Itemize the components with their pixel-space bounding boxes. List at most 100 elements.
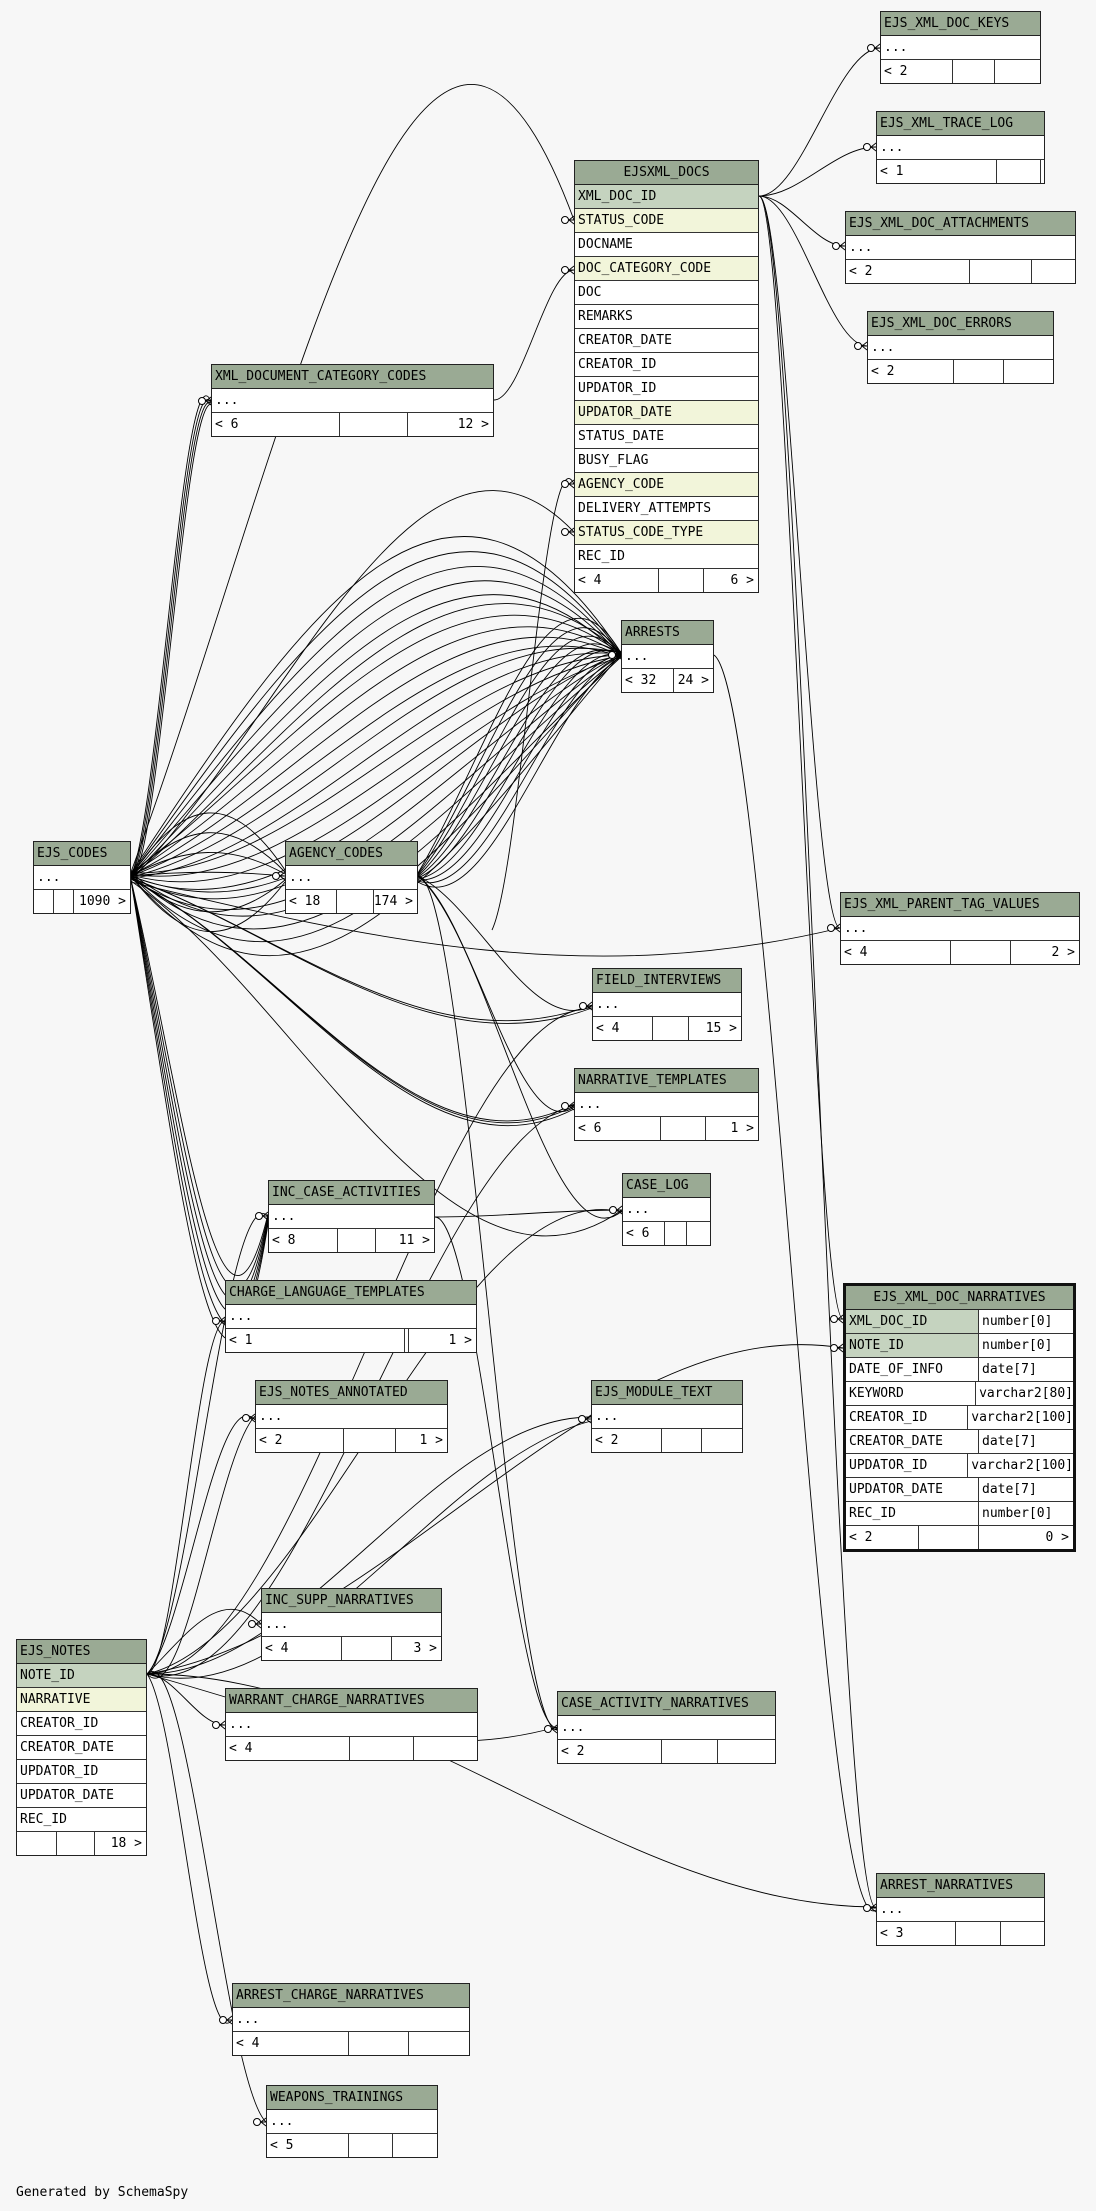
table-ejs-xml-doc-attachments[interactable]: EJS_XML_DOC_ATTACHMENTS...< 2 [845,211,1076,284]
column-row[interactable]: STATUS_CODE [575,209,758,233]
column-row[interactable]: CREATOR_DATE [17,1736,146,1760]
column-row[interactable]: CREATOR_ID [17,1712,146,1736]
column-row[interactable]: UPDATOR_DATE [575,401,758,425]
table-weapons-trainings[interactable]: WEAPONS_TRAININGS...< 5 [266,2085,438,2158]
table-case-log[interactable]: CASE_LOG...< 6 [622,1173,711,1246]
table-header[interactable]: ARRESTS [622,621,713,645]
relationship-line [146,1420,592,1679]
column-row[interactable]: DOC [575,281,758,305]
collapsed-columns: ... [593,993,741,1017]
table-ejs-codes[interactable]: EJS_CODES...1090 > [33,841,131,914]
column-row[interactable]: DOCNAME [575,233,758,257]
crowfoot-marker [242,1413,256,1423]
table-header[interactable]: CASE_LOG [623,1174,710,1198]
table-header[interactable]: INC_CASE_ACTIVITIES [269,1181,434,1205]
table-header[interactable]: WEAPONS_TRAININGS [267,2086,437,2110]
table-arrest-narratives[interactable]: ARREST_NARRATIVES...< 3 [876,1873,1045,1946]
table-ejs-module-text[interactable]: EJS_MODULE_TEXT...< 2 [591,1380,743,1453]
column-row[interactable]: UPDATOR_ID [17,1760,146,1784]
column-row[interactable]: NARRATIVE [17,1688,146,1712]
table-header[interactable]: EJS_CODES [34,842,130,866]
relationship-line [417,617,622,874]
crowfoot-marker [561,1101,575,1111]
column-row[interactable]: UPDATOR_ID [575,377,758,401]
column-row[interactable]: REC_ID [17,1808,146,1832]
column-row[interactable]: STATUS_CODE_TYPE [575,521,758,545]
table-ejs-xml-trace-log[interactable]: EJS_XML_TRACE_LOG...< 1 [876,111,1045,184]
column-row[interactable]: CREATOR_ID [575,353,758,377]
table-header[interactable]: EJSXML_DOCS [575,161,758,185]
footer-cell [349,2032,409,2055]
column-row[interactable]: AGENCY_CODE [575,473,758,497]
child-count [1001,1922,1044,1945]
table-warrant-charge-narratives[interactable]: WARRANT_CHARGE_NARRATIVES...< 4 [225,1688,478,1761]
table-header[interactable]: EJS_XML_DOC_KEYS [881,12,1040,36]
child-count: 1 > [730,1121,754,1136]
table-header[interactable]: INC_SUPP_NARRATIVES [262,1589,441,1613]
table-header[interactable]: AGENCY_CODES [286,842,417,866]
column-row[interactable]: NOTE_ID [17,1664,146,1688]
child-count [702,1429,742,1452]
table-header[interactable]: FIELD_INTERVIEWS [593,969,741,993]
table-header[interactable]: EJS_XML_DOC_NARRATIVES [846,1286,1073,1310]
table-header[interactable]: CHARGE_LANGUAGE_TEMPLATES [226,1281,476,1305]
table-case-activity-narratives[interactable]: CASE_ACTIVITY_NARRATIVES...< 2 [557,1691,776,1764]
table-header[interactable]: EJS_XML_DOC_ERRORS [868,312,1053,336]
table-header[interactable]: NARRATIVE_TEMPLATES [575,1069,758,1093]
table-header[interactable]: EJS_MODULE_TEXT [592,1381,742,1405]
table-header[interactable]: EJS_NOTES_ANNOTATED [256,1381,447,1405]
table-header[interactable]: ARREST_CHARGE_NARRATIVES [233,1984,469,2008]
table-header[interactable]: WARRANT_CHARGE_NARRATIVES [226,1689,477,1713]
crowfoot-marker [863,142,877,152]
table-header[interactable]: EJS_XML_PARENT_TAG_VALUES [841,893,1079,917]
table-ejs-xml-doc-errors[interactable]: EJS_XML_DOC_ERRORS...< 2 [867,311,1054,384]
relationship-line [130,647,622,878]
child-count: 24 > [677,673,709,688]
column-row[interactable]: CREATOR_DATE [575,329,758,353]
column-row[interactable]: STATUS_DATE [575,425,758,449]
column-row[interactable]: REC_ID [575,545,758,569]
table-ejs-xml-doc-keys[interactable]: EJS_XML_DOC_KEYS...< 2 [880,11,1041,84]
table-arrest-charge-narratives[interactable]: ARREST_CHARGE_NARRATIVES...< 4 [232,1983,470,2056]
column-row[interactable]: DELIVERY_ATTEMPTS [575,497,758,521]
table-header[interactable]: XML_DOCUMENT_CATEGORY_CODES [212,365,493,389]
column-name: CREATOR_DATE [846,1430,979,1453]
column-row[interactable]: UPDATOR_DATE [17,1784,146,1808]
table-header[interactable]: EJS_XML_TRACE_LOG [877,112,1044,136]
relationship-line [417,875,558,1731]
column-row[interactable]: REMARKS [575,305,758,329]
table-header[interactable]: ARREST_NARRATIVES [877,1874,1044,1898]
relationship-line [417,636,622,876]
table-header[interactable]: EJS_NOTES [17,1640,146,1664]
table-header[interactable]: CASE_ACTIVITY_NARRATIVES [558,1692,775,1716]
column-row[interactable]: BUSY_FLAG [575,449,758,473]
relationship-line [130,878,575,1126]
column-row[interactable]: DOC_CATEGORY_CODE [575,257,758,281]
column-row[interactable]: XML_DOC_ID [575,185,758,209]
table-header[interactable]: EJS_XML_DOC_ATTACHMENTS [846,212,1075,236]
table-footer: < 2 [881,60,1040,83]
